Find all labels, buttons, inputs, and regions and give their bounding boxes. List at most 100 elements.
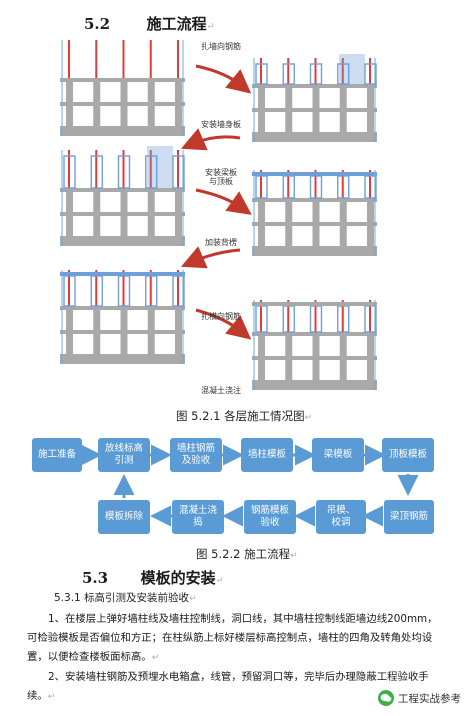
- rebar: [149, 270, 152, 306]
- stage-label-3: 安装梁板 与顶板: [205, 168, 237, 186]
- column: [66, 334, 73, 354]
- floor-slab: [60, 188, 185, 192]
- column: [120, 192, 128, 212]
- column: [175, 82, 182, 102]
- rebar: [95, 40, 98, 78]
- rebar: [341, 300, 344, 332]
- column: [367, 202, 374, 222]
- caption-text: 图 5.2.2 施工流程: [196, 547, 291, 561]
- column: [120, 106, 128, 126]
- stage-label-6: 混凝土浇注: [201, 386, 241, 395]
- wall-formwork: [117, 155, 131, 189]
- column: [93, 106, 101, 126]
- ground-slab: [252, 132, 377, 142]
- flow-step-concrete-pour: 混凝土浇 捣: [172, 500, 224, 534]
- floor-slab: [252, 198, 377, 202]
- column: [339, 336, 347, 356]
- section-title: 施工流程: [146, 15, 207, 33]
- column: [285, 336, 293, 356]
- column: [285, 202, 293, 222]
- flow-step-wall-rebar: 墙柱钢筋 及验收: [170, 438, 222, 472]
- floor-slab: [252, 222, 377, 226]
- paragraph-2: 2、安装墙柱钢筋及预埋水电箱盒，线管，预留洞口等，完毕后办理隐蔽工程验收手续。↵: [27, 671, 429, 702]
- column: [120, 310, 128, 330]
- column: [258, 202, 265, 222]
- wechat-icon: [378, 690, 394, 706]
- stage-arrow-3: [195, 188, 252, 215]
- column: [93, 216, 101, 236]
- column: [66, 310, 73, 330]
- wall-formwork: [63, 155, 76, 189]
- flow-step-construction-prep: 施工准备: [32, 438, 82, 472]
- rebar: [314, 170, 317, 198]
- column: [258, 88, 265, 108]
- column: [258, 226, 265, 246]
- column: [367, 226, 374, 246]
- flow-step-layout-elevation: 放线标高 引测: [98, 438, 150, 472]
- rebar: [95, 270, 98, 306]
- column: [339, 202, 347, 222]
- floor-slab: [252, 332, 377, 336]
- flow-step-rebar-inspection: 钢筋模板 验收: [244, 500, 296, 534]
- column: [367, 88, 374, 108]
- rebar: [314, 58, 317, 84]
- formwork-panel: [147, 146, 173, 188]
- column: [175, 310, 182, 330]
- column: [339, 112, 347, 132]
- floor-slab: [252, 84, 377, 88]
- floor-slab: [252, 108, 377, 112]
- column: [258, 112, 265, 132]
- column: [147, 216, 155, 236]
- rebar: [149, 40, 152, 78]
- section-number: 5.3.1: [54, 592, 81, 604]
- column: [93, 192, 101, 212]
- formwork-panel: [339, 54, 365, 84]
- stage-drawing-6: [252, 300, 377, 390]
- construction-stages-figure: [60, 40, 377, 390]
- column: [312, 360, 320, 380]
- column: [339, 226, 347, 246]
- stage-arrow-1: [195, 64, 252, 94]
- wall-formwork: [337, 63, 350, 85]
- column: [367, 112, 374, 132]
- column: [258, 336, 265, 356]
- floor-slab: [252, 356, 377, 360]
- flow-step-slab-formwork: 顶板模板: [382, 438, 434, 472]
- wall-formwork: [364, 63, 377, 85]
- wall-formwork: [309, 63, 323, 85]
- column: [93, 334, 101, 354]
- column: [66, 106, 73, 126]
- column: [147, 192, 155, 212]
- wall-formwork: [282, 63, 295, 85]
- watermark: 工程实战参考: [378, 690, 461, 706]
- rebar: [68, 150, 70, 188]
- column: [147, 334, 155, 354]
- column: [175, 106, 182, 126]
- section-title: 标高引测及安装前验收: [84, 592, 190, 604]
- column: [120, 334, 128, 354]
- rebar: [314, 300, 317, 332]
- rebar: [287, 58, 290, 84]
- rebar: [68, 270, 70, 306]
- rebar: [260, 170, 262, 198]
- slab-formwork: [252, 172, 377, 176]
- rebar: [68, 40, 70, 78]
- floor-slab: [60, 212, 185, 216]
- caption-text: 图 5.2.1 各层施工情况图: [176, 409, 305, 423]
- paragraph-text: 1、在楼层上弹好墙柱线及墙柱控制线，洞口线，其中墙柱控制线距墙边线200mm，可…: [27, 613, 438, 663]
- watermark-text: 工程实战参考: [398, 692, 461, 705]
- floor-slab: [60, 78, 185, 82]
- column: [93, 82, 101, 102]
- column: [312, 88, 320, 108]
- column: [339, 88, 347, 108]
- paragraph-1: 1、在楼层上弹好墙柱线及墙柱控制线，洞口线，其中墙柱控制线距墙边线200mm，可…: [27, 613, 438, 663]
- column: [175, 216, 182, 236]
- column: [312, 226, 320, 246]
- stage-arrow-5: [195, 308, 252, 340]
- wall-formwork: [90, 155, 103, 189]
- paragraph-text: 2、安装墙柱钢筋及预埋水电箱盒，线管，预留洞口等，完毕后办理隐蔽工程验收手续。: [27, 671, 429, 702]
- stage-drawing-5: [60, 270, 185, 364]
- stage-arrow-4: [180, 246, 241, 269]
- flow-step-beam-formwork: 梁模板: [312, 438, 364, 472]
- rebar: [341, 58, 344, 84]
